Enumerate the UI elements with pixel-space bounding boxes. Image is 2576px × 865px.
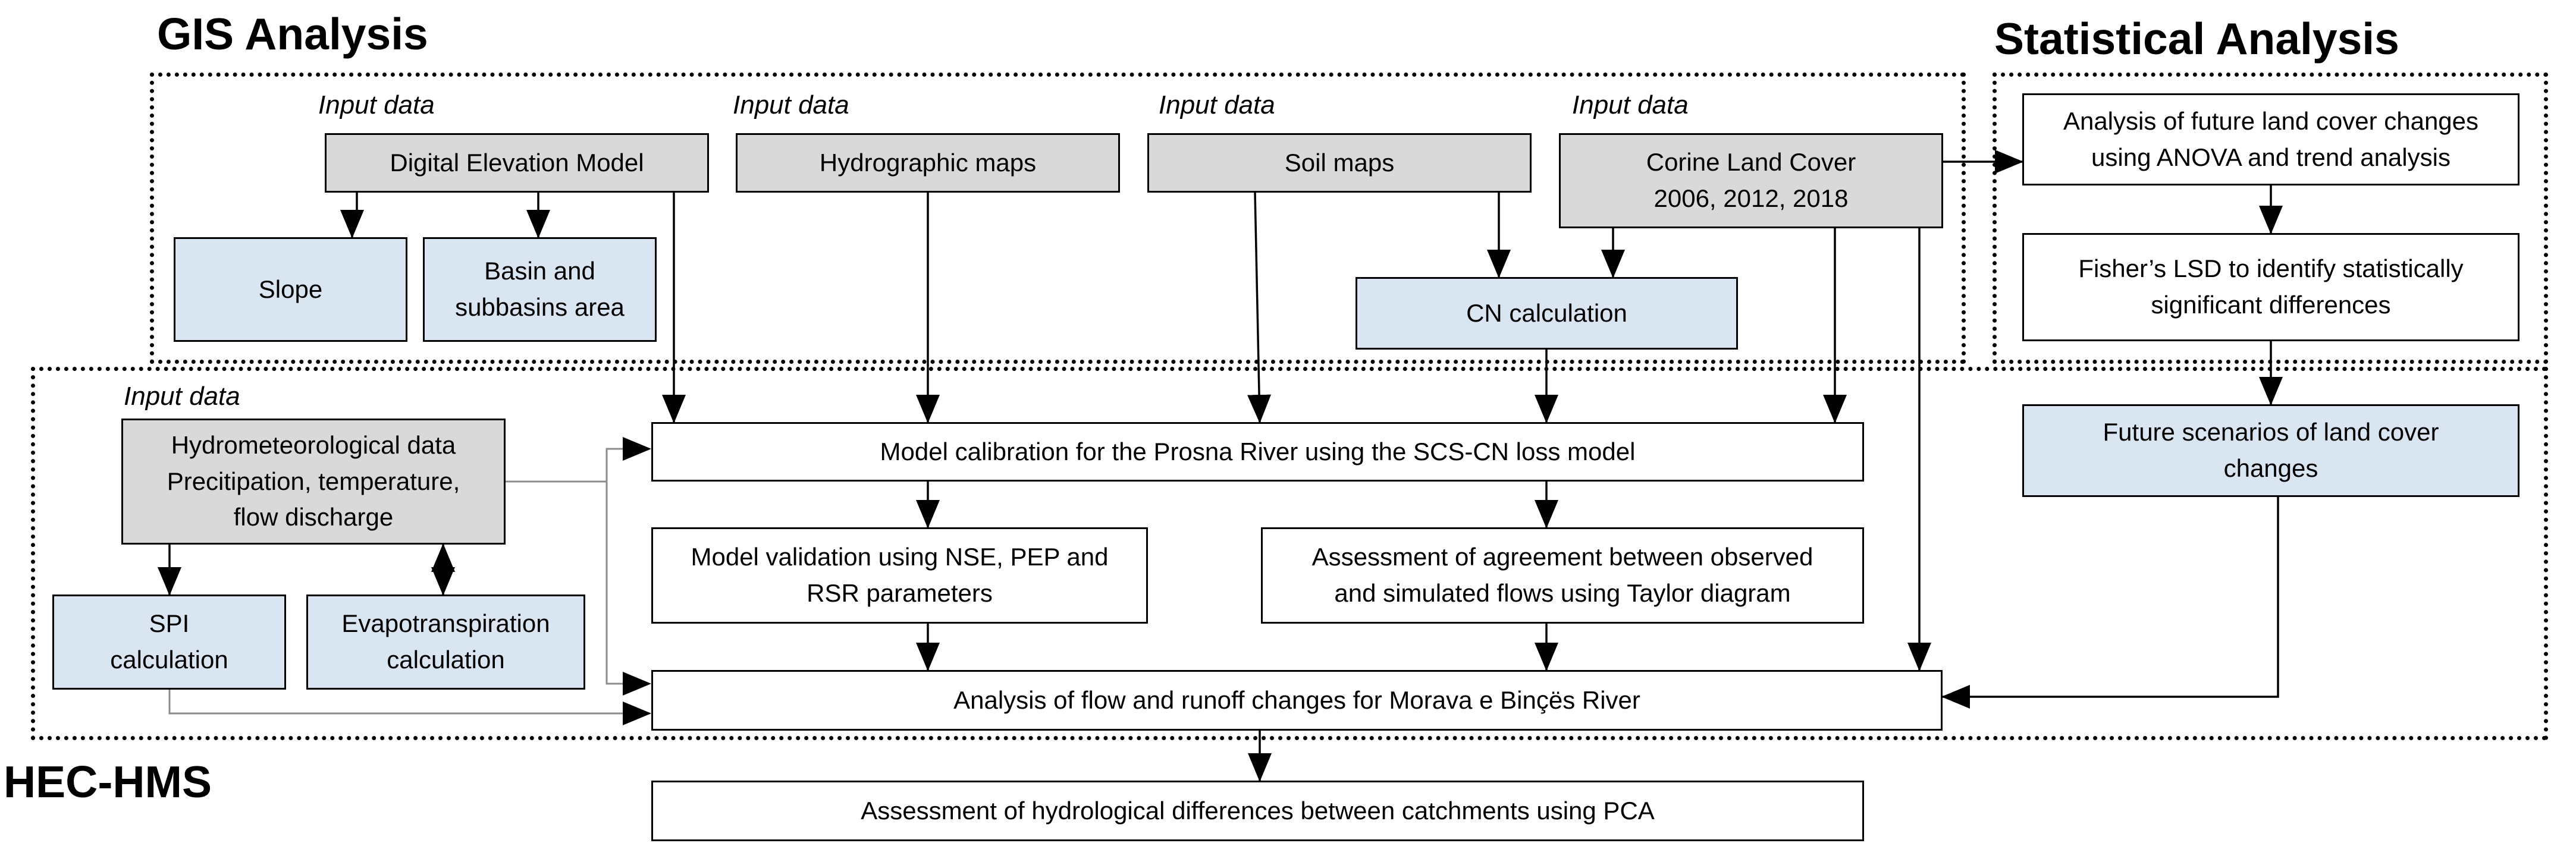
pca-assessment-box: Assessment of hydrological differences b… [651,781,1864,841]
dem-box: Digital Elevation Model [325,133,709,193]
hydrometeorological-data-label: Hydrometeorological data Precitipation, … [167,430,460,531]
slope-label: Slope [258,275,323,303]
model-validation-box: Model validation using NSE, PEP and RSR … [651,527,1148,624]
spi-to-flow-analysis-connector [168,690,625,715]
flow-analysis-input-arrowhead-lower [623,702,651,725]
anova-label: Analysis of future land cover changes us… [2063,106,2479,171]
statistical-analysis-title: Statistical Analysis [1994,14,2399,64]
flow-analysis-label: Analysis of flow and runoff changes for … [953,685,1640,714]
taylor-diagram-label: Assessment of agreement between observed… [1311,543,1813,607]
dem-to-slope-arrow [340,193,364,238]
spi-calculation-box: SPI calculation [52,595,286,690]
input-data-label-corine: Input data [1572,90,1689,119]
model-validation-label: Model validation using NSE, PEP and RSR … [691,543,1109,607]
flow-analysis-box: Analysis of flow and runoff changes for … [651,670,1943,731]
pca-assessment-label: Assessment of hydrological differences b… [861,796,1655,825]
hydrographic-maps-box: Hydrographic maps [736,133,1120,193]
model-calibration-box: Model calibration for the Prosna River u… [651,422,1864,482]
spi-calculation-label: SPI calculation [110,609,228,674]
basin-area-label: Basin and subbasins area [455,257,625,321]
soil-to-calibration-arrow [1247,192,1272,423]
input-data-label-dem: Input data [318,90,435,119]
slope-box: Slope [174,237,407,342]
fisher-lsd-box: Fisher’s LSD to identify statistically s… [2022,233,2519,341]
hydrographic-maps-label: Hydrographic maps [819,148,1037,177]
soil-maps-box: Soil maps [1147,133,1532,193]
hydromet-to-calibration-connector [506,448,625,483]
fisher-lsd-label: Fisher’s LSD to identify statistically s… [2078,254,2464,319]
taylor-diagram-box: Assessment of agreement between observed… [1261,527,1864,624]
gis-analysis-region [150,73,1966,364]
gis-analysis-title: GIS Analysis [157,9,428,59]
future-scenarios-label: Future scenarios of land cover changes [2103,418,2439,482]
cn-calculation-box: CN calculation [1356,277,1738,350]
evapotranspiration-calculation-box: Evapotranspiration calculation [306,595,585,690]
hydromet-to-flow-analysis-connector [605,482,625,685]
soil-maps-label: Soil maps [1284,148,1395,177]
anova-box: Analysis of future land cover changes us… [2022,93,2519,185]
model-calibration-label: Model calibration for the Prosna River u… [880,437,1636,465]
hec-hms-title: HEC-HMS [4,757,212,807]
input-data-label-hydrographic: Input data [733,90,849,119]
input-data-label-soil: Input data [1159,90,1275,119]
hec-hms-region [31,367,2548,740]
input-data-label-hydromet: Input data [124,382,240,411]
flow-analysis-input-arrowhead-upper [623,672,651,696]
future-to-flow-analysis-arrow [1941,497,2279,709]
dem-label: Digital Elevation Model [390,148,644,177]
corine-land-cover-label: Corine Land Cover 2006, 2012, 2018 [1646,148,1856,212]
calibration-input-arrowhead [623,437,651,461]
evapotranspiration-calculation-label: Evapotranspiration calculation [341,609,550,674]
hydrometeorological-data-box: Hydrometeorological data Precitipation, … [121,419,506,545]
future-scenarios-box: Future scenarios of land cover changes [2022,404,2519,497]
cn-calculation-label: CN calculation [1466,298,1627,327]
corine-land-cover-box: Corine Land Cover 2006, 2012, 2018 [1559,133,1943,228]
